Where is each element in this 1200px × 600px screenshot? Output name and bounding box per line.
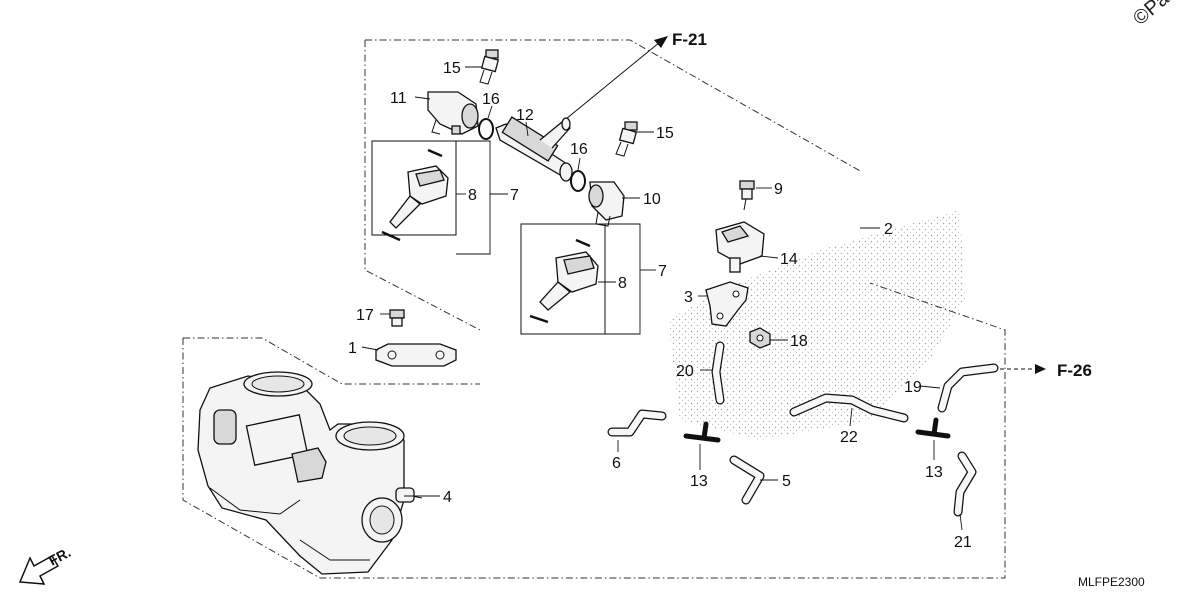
callout-3: 3 (684, 289, 693, 306)
plate-1 (375, 343, 457, 367)
injector-box-right (520, 223, 606, 335)
fuel-rail-cap-11 (427, 91, 479, 135)
injector-assy-bracket-left (456, 140, 491, 255)
stipple-area (668, 210, 965, 440)
hose-19 (937, 363, 999, 413)
o-ring-16-left (478, 118, 494, 140)
callout-10: 10 (643, 191, 661, 208)
hose-6 (607, 409, 667, 437)
callout-13b: 13 (925, 464, 943, 481)
callout-14: 14 (780, 251, 798, 268)
o-ring-16-right (570, 170, 586, 192)
throttle-body-4 (197, 371, 423, 575)
callout-9: 9 (774, 181, 783, 198)
callout-13a: 13 (690, 473, 708, 490)
front-direction-arrow: FR. (18, 544, 73, 585)
callout-6: 6 (612, 455, 621, 472)
fuel-pipe-ref-label: F-21 (672, 30, 707, 49)
callout-15b: 15 (656, 125, 674, 142)
bolt-17 (389, 309, 405, 327)
hose-ref-label: F-26 (1057, 361, 1092, 380)
fuel-rail-12 (495, 116, 573, 182)
callout-21: 21 (954, 534, 972, 551)
fuel-pipe-ref-arrow: F-21 (554, 30, 707, 129)
callout-16a: 16 (482, 91, 500, 108)
hose-ref-arrow: F-26 (1000, 361, 1092, 380)
hose-22 (789, 393, 909, 423)
callout-20: 20 (676, 363, 694, 380)
bolt-15-top (479, 49, 500, 85)
fuel-rail-group-boundary-left (364, 40, 481, 331)
callout-15a: 15 (443, 60, 461, 77)
tee-13-left (683, 421, 721, 443)
callout-12: 12 (516, 107, 534, 124)
callout-17: 17 (356, 307, 374, 324)
callout-5: 5 (782, 473, 791, 490)
callout-18: 18 (790, 333, 808, 350)
injector-box-left (371, 140, 457, 236)
group-boundaries (182, 39, 1006, 579)
fuel-rail-cap-10 (588, 181, 625, 227)
nut-18 (749, 327, 771, 349)
callout-1: 1 (348, 340, 357, 357)
callout-16b: 16 (570, 141, 588, 158)
callout-4: 4 (443, 489, 452, 506)
injector-8-left (381, 148, 449, 242)
bracket-3 (705, 281, 749, 327)
hose-20 (711, 341, 725, 405)
tee-13-right (915, 417, 951, 439)
injector-8-right (529, 238, 599, 324)
leader-lines (361, 66, 963, 531)
callout-7b: 7 (658, 263, 667, 280)
callout-8a: 8 (468, 187, 477, 204)
callout-11: 11 (390, 90, 407, 107)
hose-5 (729, 455, 765, 505)
copyright-mark: ©Pa (1129, 0, 1174, 30)
callout-7a: 7 (510, 187, 519, 204)
diagram-code: MLFPE2300 (1078, 575, 1145, 589)
bolt-9 (739, 180, 755, 211)
callouts: 15 11 16 12 15 16 10 8 7 8 7 9 14 2 3 18… (348, 60, 972, 551)
callout-2: 2 (884, 221, 893, 238)
callout-22: 22 (840, 429, 858, 446)
bolt-15-right (615, 121, 638, 157)
sensor-14 (715, 221, 765, 273)
fuel-rail-group-boundary-top (365, 39, 863, 173)
injector-assy-bracket-right (605, 223, 641, 335)
lower-group-boundary (182, 282, 1006, 579)
callout-19: 19 (904, 379, 922, 396)
hose-21 (953, 451, 977, 517)
callout-8b: 8 (618, 275, 627, 292)
lower-group-boundary-top (183, 337, 480, 385)
